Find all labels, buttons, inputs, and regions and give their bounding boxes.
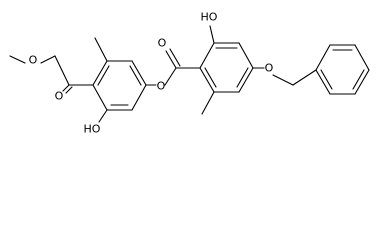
hydroxyl-label-right: HO [201,11,218,24]
bonds [9,25,370,123]
atom-labels: O O HO O O HO O [29,11,274,136]
carbonyl-oxygen-label-bridge: O [158,37,167,50]
ester-oxygen-label-left: O [29,54,38,67]
bridge-ester-oxygen-label: O [157,80,166,93]
ether-oxygen-label: O [265,62,274,75]
carbonyl-oxygen-label-left: O [55,90,64,103]
hydroxyl-label-left: HO [84,123,101,136]
chemical-structure: O O HO O O HO O [9,11,370,136]
